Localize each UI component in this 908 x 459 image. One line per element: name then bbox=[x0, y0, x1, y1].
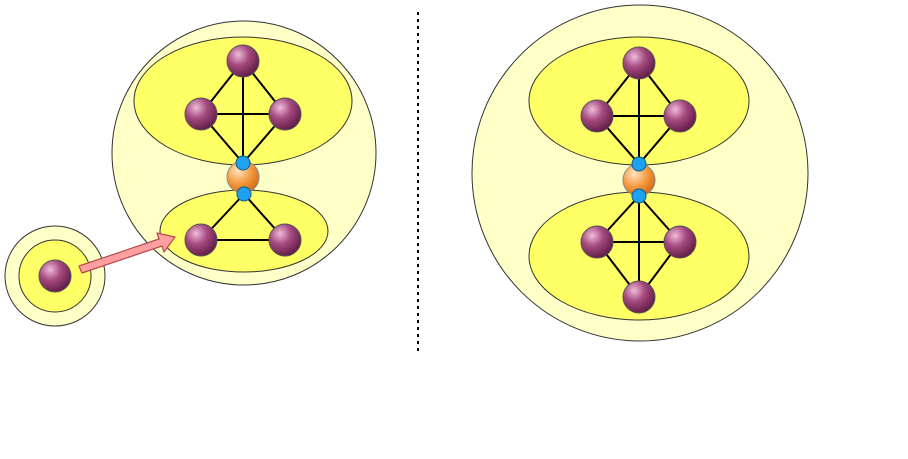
right-node-mid-left bbox=[580, 99, 614, 133]
left-connector-top bbox=[235, 155, 251, 171]
right-node-mid-right bbox=[663, 99, 697, 133]
merge-arrow bbox=[78, 232, 176, 274]
right-node-top bbox=[622, 46, 656, 80]
left-node-top bbox=[226, 44, 260, 78]
left-node-mid-left bbox=[184, 97, 218, 131]
left-node-bottom-left bbox=[184, 223, 218, 257]
left-bottom-cluster bbox=[159, 189, 329, 273]
left-node-bottom-right bbox=[268, 223, 302, 257]
incoming-node bbox=[38, 259, 72, 293]
right-node-bottom-right bbox=[663, 225, 697, 259]
left-node-mid-right bbox=[268, 97, 302, 131]
right-node-bottom-left bbox=[580, 225, 614, 259]
left-connector-bottom bbox=[236, 186, 252, 202]
right-node-bottom bbox=[622, 280, 656, 314]
right-connector-bottom bbox=[631, 188, 647, 204]
right-diagram bbox=[471, 4, 809, 342]
right-connector-top bbox=[631, 156, 647, 172]
left-diagram bbox=[4, 20, 377, 327]
